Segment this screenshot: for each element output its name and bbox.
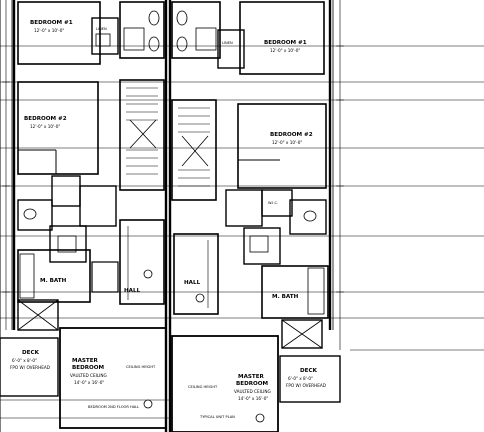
mbath-left-name: M. BATH: [40, 278, 67, 284]
master-left-dims: 14'-0" x 16'-0": [74, 380, 104, 385]
deck-right-note: FPO W/ OVERHEAD: [286, 383, 326, 388]
master-left-ceiling: VAULTED CEILING: [70, 373, 107, 378]
deck-left-name: DECK: [22, 350, 40, 356]
left-unit-walls: [0, 0, 172, 432]
unit-left-tag: BEDROOM 2ND FLOOR HALL: [88, 405, 139, 409]
right-unit-walls: [171, 0, 341, 432]
master-left-name2: BEDROOM: [72, 365, 105, 371]
deck-right-name: DECK: [300, 368, 318, 374]
master-left-name: MASTER: [72, 358, 99, 364]
deck-right-dims: 6'-0" x 8'-0": [288, 376, 313, 381]
bedroom1-right-name: BEDROOM #1: [264, 40, 307, 46]
bedroom2-left-dims: 12'-0" x 10'-0": [30, 124, 60, 129]
tag-labels: LINEN LINEN W.I.C. CEILING HEIGHT CEILIN…: [88, 27, 278, 419]
deck-left-dims: 6'-0" x 8'-0": [12, 358, 37, 363]
ceiling-left-tag: CEILING HEIGHT: [126, 365, 156, 369]
master-right-name: MASTER: [238, 374, 265, 380]
hall-left-name: HALL: [124, 288, 141, 294]
section-markers: [143, 269, 265, 423]
hall-right-name: HALL: [184, 280, 201, 286]
master-right-name2: BEDROOM: [236, 381, 269, 387]
bottom-right-tag: TYPICAL UNIT PLAN: [199, 415, 235, 419]
bedroom2-left-name: BEDROOM #2: [24, 116, 67, 122]
bedroom2-right-dims: 12'-0" x 10'-0": [272, 140, 302, 145]
dimension-lines: [2, 0, 344, 350]
master-right-ceiling: VAULTED CEILING: [234, 389, 271, 394]
deck-left-note: FPO W/ OVERHEAD: [10, 365, 50, 370]
bedroom2-right-name: BEDROOM #2: [270, 132, 313, 138]
linen-right-tag: LINEN: [222, 41, 233, 45]
room-labels: BEDROOM #1 12'-0" x 10'-0" BEDROOM #2 12…: [10, 20, 326, 401]
bedroom1-right-dims: 12'-0" x 10'-0": [270, 48, 300, 53]
mbath-right-name: M. BATH: [272, 294, 299, 300]
bedroom1-left-dims: 12'-0" x 10'-0": [34, 28, 64, 33]
ceiling-right-tag: CEILING HEIGHT: [188, 385, 218, 389]
bedroom1-left-name: BEDROOM #1: [30, 20, 73, 26]
wic-tag: W.I.C.: [268, 201, 278, 205]
master-right-dims: 14'-0" x 16'-0": [238, 396, 268, 401]
linen-left-tag: LINEN: [96, 27, 107, 31]
